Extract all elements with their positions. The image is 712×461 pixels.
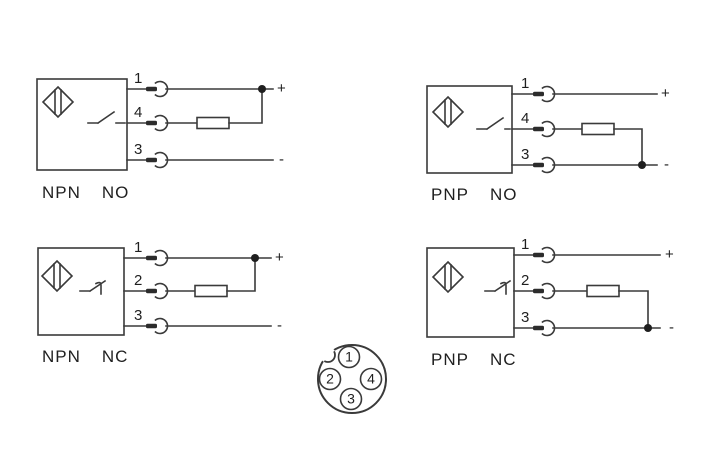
nc-switch-icon bbox=[79, 279, 107, 295]
contact-type-label: NC bbox=[101, 347, 129, 366]
pin-label: 2 bbox=[521, 272, 530, 289]
no-switch-icon bbox=[476, 116, 511, 131]
pin-label: 3 bbox=[521, 309, 530, 326]
no-switch-icon bbox=[87, 110, 126, 125]
sensor-box bbox=[36, 78, 128, 171]
wire-pin4 bbox=[126, 88, 263, 132]
sensor-diamond-icon bbox=[431, 260, 465, 294]
minus-label: - bbox=[669, 319, 674, 336]
nc-switch-icon bbox=[484, 279, 512, 295]
connector-pin-4-circle bbox=[359, 367, 383, 391]
pin-label: 4 bbox=[134, 104, 143, 121]
wire-pin4 bbox=[511, 120, 643, 166]
load-resistor bbox=[581, 122, 615, 136]
junction-dot bbox=[251, 254, 259, 262]
connector-body bbox=[317, 344, 387, 414]
wire-pin2 bbox=[123, 257, 256, 300]
junction-dot bbox=[638, 161, 646, 169]
diagram-pnp-nc bbox=[426, 246, 661, 338]
connector-pin-2-circle bbox=[318, 367, 342, 391]
sensor-type-label: NPN bbox=[42, 183, 81, 202]
pin-label: 3 bbox=[521, 146, 530, 163]
diagram-npn-no bbox=[36, 78, 274, 171]
contact-type-label: NO bbox=[489, 185, 518, 204]
pin-label: 1 bbox=[521, 236, 530, 253]
load-resistor bbox=[586, 284, 620, 298]
sensor-type-label: PNP bbox=[431, 350, 469, 369]
minus-label: - bbox=[277, 317, 282, 334]
wire-pin1 bbox=[513, 246, 661, 264]
diagram-caption: PNP NO bbox=[431, 185, 517, 205]
connector-pin-number: 4 bbox=[367, 370, 375, 387]
diagram-npn-nc bbox=[37, 247, 272, 336]
sensor-type-label: NPN bbox=[42, 347, 81, 366]
wire-pin1 bbox=[511, 85, 658, 103]
wire-pin1 bbox=[126, 80, 274, 98]
pin-label: 1 bbox=[134, 239, 143, 256]
diagram-caption: PNP NC bbox=[431, 350, 517, 370]
minus-label: - bbox=[664, 156, 669, 173]
plus-label: + bbox=[277, 80, 286, 97]
pin-label: 3 bbox=[134, 307, 143, 324]
wire-pin3 bbox=[511, 156, 658, 174]
pin-label: 1 bbox=[521, 75, 530, 92]
contact-type-label: NC bbox=[489, 350, 517, 369]
connector-pin-1-circle bbox=[337, 345, 361, 369]
diagram-caption: NPN NO bbox=[42, 183, 129, 203]
contact-type-label: NO bbox=[101, 183, 130, 202]
sensor-diamond-icon bbox=[431, 95, 465, 129]
junction-dot bbox=[644, 324, 652, 332]
pin-label: 2 bbox=[134, 272, 143, 289]
sensor-type-label: PNP bbox=[431, 185, 469, 204]
m12-connector-pinout bbox=[317, 344, 387, 414]
connector-pin-number: 1 bbox=[345, 348, 353, 365]
plus-label: + bbox=[275, 249, 284, 266]
plus-label: + bbox=[661, 85, 670, 102]
pin-label: 1 bbox=[134, 70, 143, 87]
pin-label: 3 bbox=[134, 141, 143, 158]
wire-pin3 bbox=[513, 319, 661, 337]
pin-label: 4 bbox=[521, 110, 530, 127]
sensor-diamond-icon bbox=[40, 259, 74, 293]
wire-pin3 bbox=[123, 317, 272, 335]
diagram-pnp-no bbox=[426, 85, 658, 174]
connector-pin-number: 3 bbox=[347, 390, 355, 407]
junction-dot bbox=[258, 85, 266, 93]
load-resistor bbox=[194, 284, 228, 298]
wire-pin3 bbox=[126, 151, 274, 169]
sensor-box bbox=[426, 85, 513, 174]
connector-pin-3-circle bbox=[339, 387, 363, 411]
sensor-box bbox=[426, 247, 515, 338]
plus-label: + bbox=[665, 246, 674, 263]
wire-pin2 bbox=[513, 282, 649, 329]
load-resistor bbox=[196, 116, 230, 130]
wire-pin1 bbox=[123, 249, 272, 267]
connector-pin-number: 2 bbox=[326, 370, 334, 387]
diagram-caption: NPN NC bbox=[42, 347, 128, 367]
sensor-diamond-icon bbox=[41, 85, 75, 119]
minus-label: - bbox=[279, 151, 284, 168]
